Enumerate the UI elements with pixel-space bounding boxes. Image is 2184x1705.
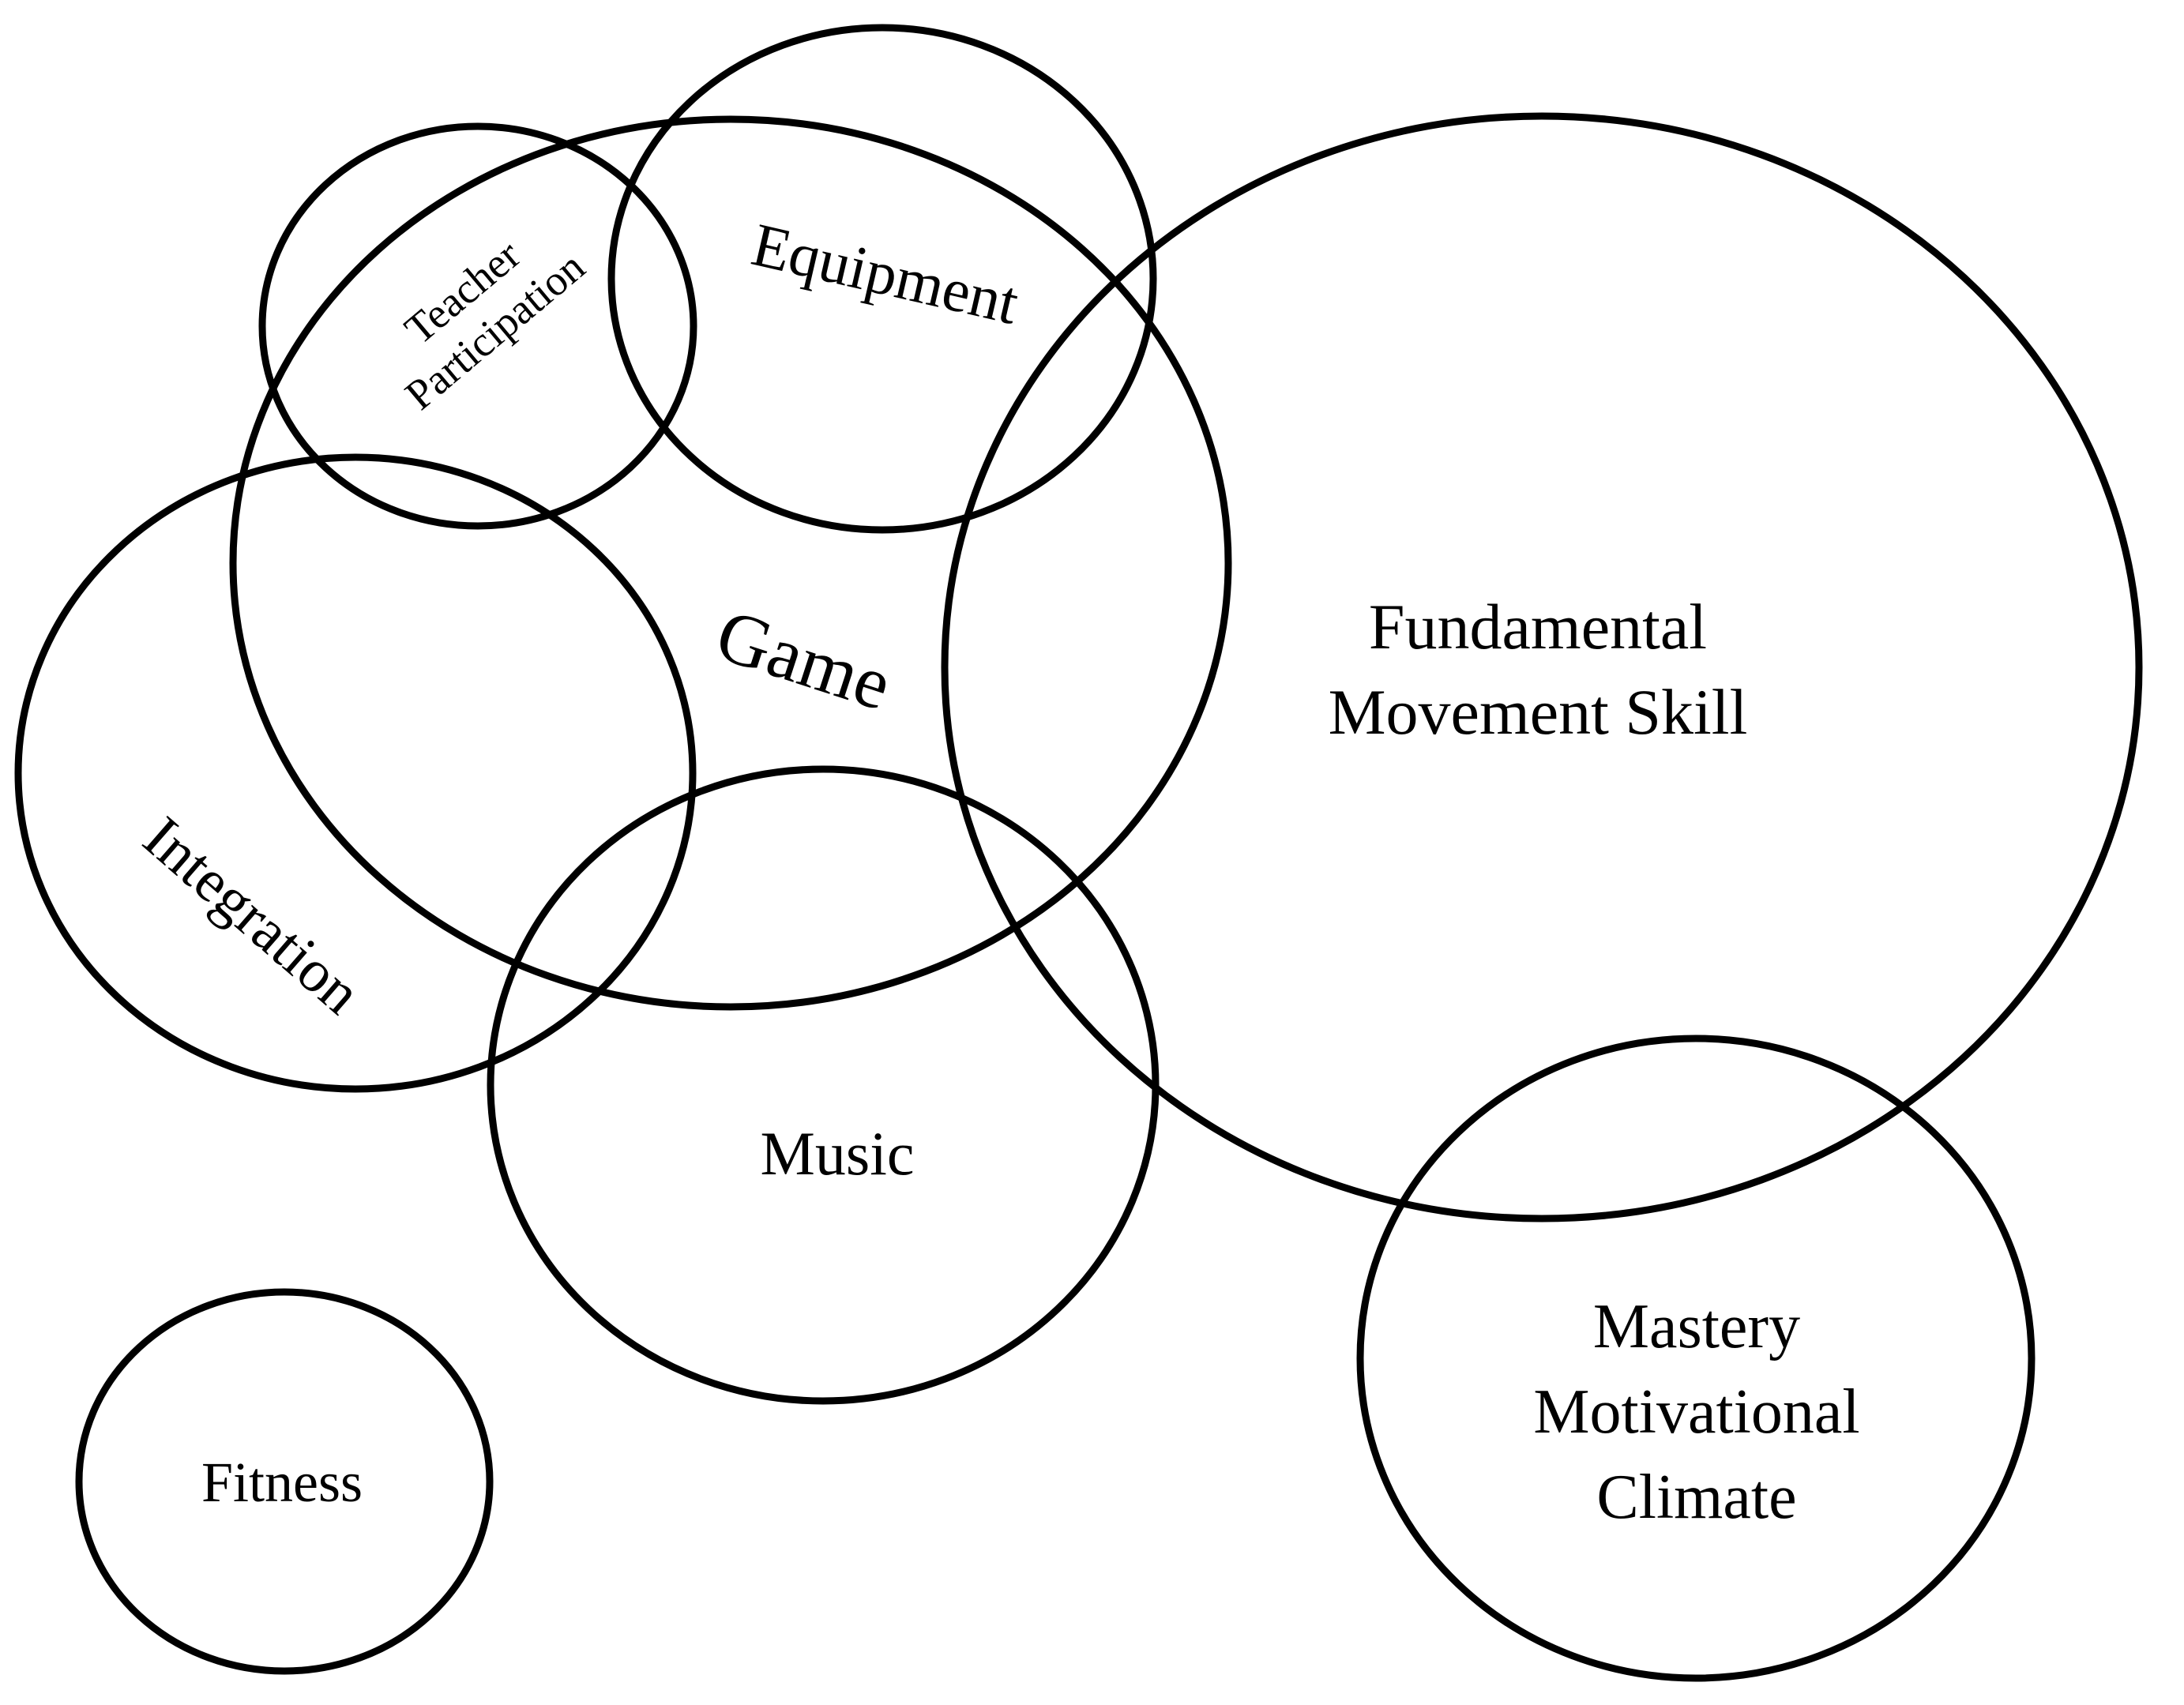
music-circle [487, 765, 1160, 1405]
fitness-label: Fitness [201, 1451, 363, 1514]
teacher-participation-circle [258, 122, 697, 530]
mastery-motivational-climate-circle [1356, 1035, 2036, 1682]
mastery-label-line3: Climate [1596, 1463, 1796, 1532]
mastery-label-line2: Motivational [1533, 1377, 1859, 1447]
mastery-label-line1: Mastery [1593, 1292, 1800, 1361]
fms-label-line2: Movement Skill [1329, 676, 1748, 748]
fitness-circle [75, 1288, 494, 1675]
equipment-label: Equipment [746, 209, 1024, 337]
integration-circle [14, 453, 697, 1093]
fundamental-movement-skill-circle [941, 112, 2143, 1222]
fms-label-line1: Fundamental [1369, 591, 1707, 663]
music-label: Music [761, 1119, 915, 1188]
game-circle [229, 115, 1232, 1011]
equipment-circle [607, 24, 1157, 534]
game-label: Game [707, 593, 901, 726]
